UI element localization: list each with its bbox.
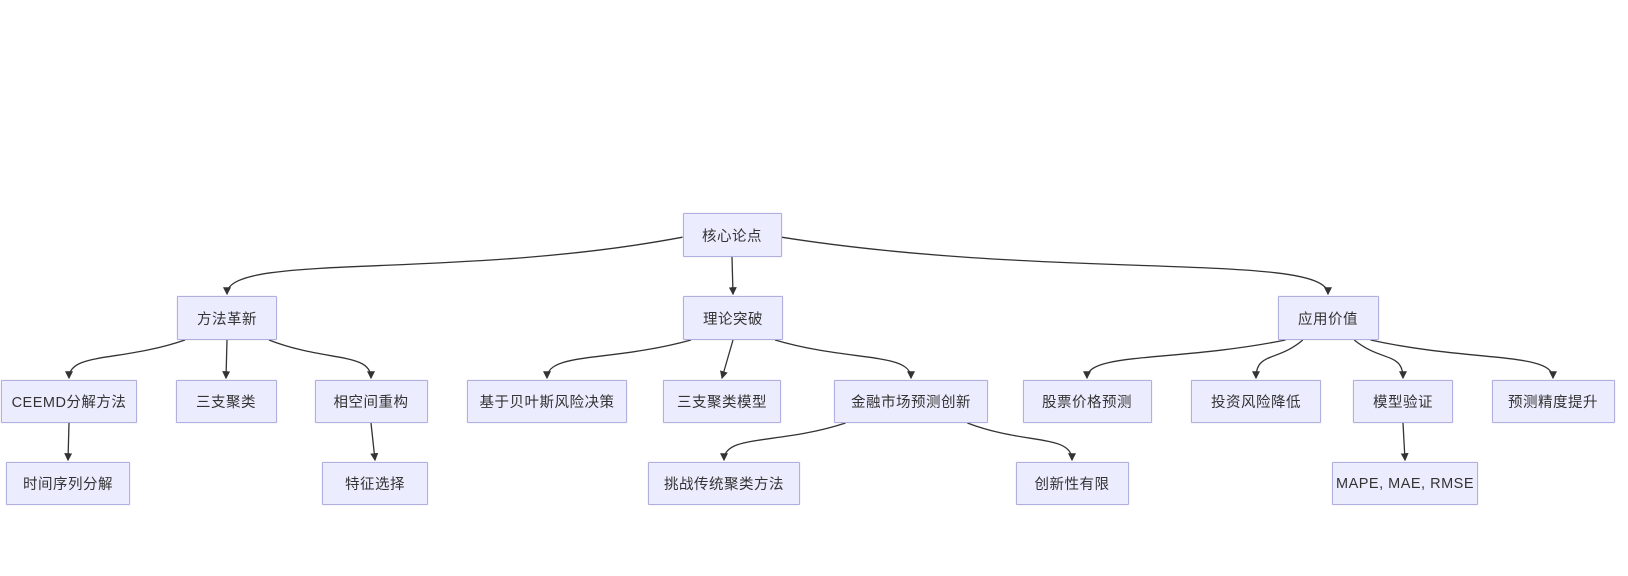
flowchart-node-method: 方法革新 [177, 296, 277, 340]
node-label: CEEMD分解方法 [11, 395, 127, 411]
flowchart-node-limited: 创新性有限 [1015, 462, 1129, 505]
node-label: 创新性有限 [1034, 477, 1110, 493]
flowchart-node-accuracy: 预测精度提升 [1491, 380, 1615, 423]
node-label: 预测精度提升 [1508, 395, 1598, 411]
edge-method-to-phase-space [268, 339, 375, 380]
flowchart-node-model-valid: 模型验证 [1353, 380, 1453, 423]
flowchart-node-feat-select: 特征选择 [322, 462, 428, 505]
flowchart-node-three-way: 三支聚类 [175, 380, 277, 423]
edge-application-to-stock-pred [1083, 339, 1286, 380]
flowchart-node-theory: 理论突破 [683, 296, 783, 340]
edge-method-to-ceemd [65, 339, 186, 380]
edge-application-to-risk-reduce [1252, 339, 1304, 380]
flowchart-node-phase-space: 相空间重构 [314, 380, 428, 423]
edges-group [64, 236, 1557, 462]
node-label: 股票价格预测 [1042, 395, 1132, 411]
edge-fin-innovation-to-limited [967, 422, 1076, 462]
edge-ceemd-to-ts-decomp [64, 422, 73, 462]
flowchart-node-challenge: 挑战传统聚类方法 [648, 462, 800, 505]
flowchart-node-ts-decomp: 时间序列分解 [6, 462, 130, 505]
edge-fin-innovation-to-challenge [720, 422, 846, 462]
node-label: 相空间重构 [333, 395, 409, 411]
node-label: 投资风险降低 [1211, 395, 1301, 411]
flowchart-node-fin-innovation: 金融市场预测创新 [834, 380, 988, 423]
edge-method-to-three-way [222, 339, 231, 380]
node-label: 三支聚类模型 [677, 395, 767, 411]
flowchart-node-bayes: 基于贝叶斯风险决策 [467, 380, 627, 423]
flowchart-node-application: 应用价值 [1277, 296, 1379, 340]
flowchart-node-twc-model: 三支聚类模型 [663, 380, 781, 423]
node-label: 特征选择 [345, 477, 405, 493]
node-label: 金融市场预测创新 [851, 395, 971, 411]
node-label: 理论突破 [703, 311, 763, 328]
node-label: 三支聚类 [196, 395, 256, 411]
flowchart-node-core: 核心论点 [682, 213, 782, 257]
node-label: 时间序列分解 [23, 477, 113, 493]
node-label: MAPE, MAE, RMSE [1335, 475, 1475, 492]
node-label: 核心论点 [702, 228, 762, 245]
node-label: 模型验证 [1373, 395, 1433, 411]
edge-application-to-model-valid [1353, 339, 1407, 380]
node-label: 挑战传统聚类方法 [664, 477, 784, 493]
edge-theory-to-twc-model [720, 339, 734, 380]
edge-phase-space-to-feat-select [370, 422, 379, 462]
node-label: 基于贝叶斯风险决策 [479, 395, 615, 411]
flowchart-node-ceemd: CEEMD分解方法 [1, 380, 137, 423]
edge-core-to-application [781, 236, 1332, 296]
flowchart-node-risk-reduce: 投资风险降低 [1191, 380, 1321, 423]
edge-core-to-theory [728, 256, 737, 296]
flowchart-node-metrics: MAPE, MAE, RMSE [1332, 462, 1478, 505]
edge-application-to-accuracy [1370, 339, 1557, 380]
edge-theory-to-bayes [543, 339, 692, 380]
node-label: 方法革新 [197, 311, 257, 328]
node-label: 应用价值 [1298, 311, 1358, 328]
edge-model-valid-to-metrics [1400, 422, 1409, 462]
edge-theory-to-fin-innovation [774, 339, 915, 380]
edge-core-to-method [223, 236, 683, 296]
flowchart-node-stock-pred: 股票价格预测 [1022, 380, 1152, 423]
